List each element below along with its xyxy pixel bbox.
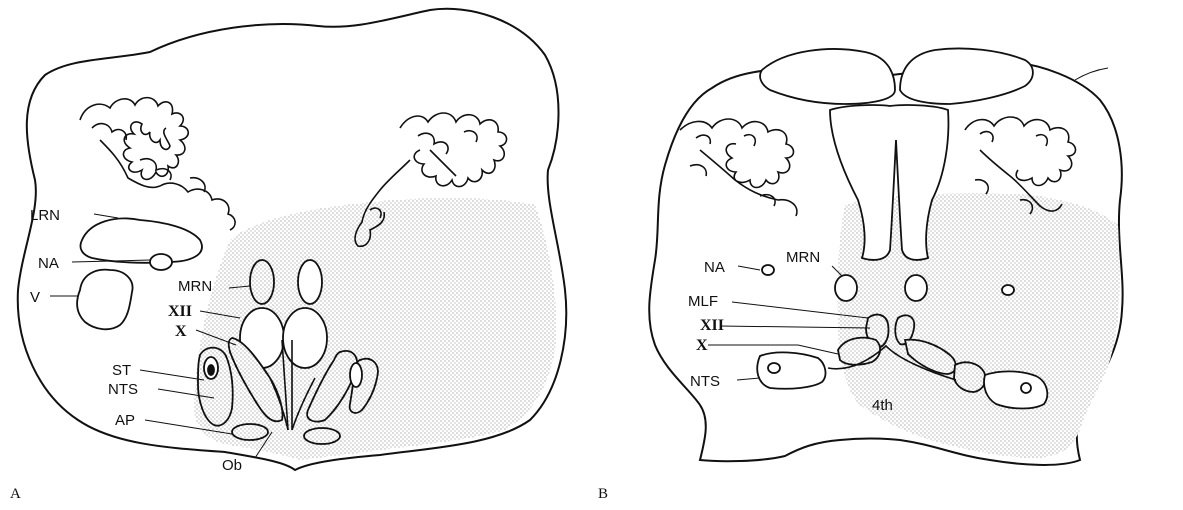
mrn-left-a <box>250 260 274 304</box>
ap-right-a <box>304 428 340 444</box>
label-na-b: NA <box>704 259 725 276</box>
label-ap-a: AP <box>115 412 135 429</box>
xii-right-a <box>283 308 327 368</box>
ap-left-a <box>232 424 268 440</box>
panel-letter-a: A <box>10 486 21 502</box>
ap-right-b <box>984 371 1047 408</box>
na-structure-a <box>150 254 172 270</box>
na-structure-b <box>762 265 774 275</box>
ap-right-core-b <box>1021 383 1031 393</box>
panel-a: LRN NA V MRN XII X ST NTS AP Ob A <box>10 9 566 502</box>
label-st-a: ST <box>112 362 131 379</box>
label-x-a: X <box>175 323 187 340</box>
label-fourth-b: 4th <box>872 397 893 414</box>
nts-left-core-b <box>768 363 780 373</box>
panel-letter-b: B <box>598 486 608 502</box>
label-xii-b: XII <box>700 317 724 334</box>
label-mrn-a: MRN <box>178 278 212 295</box>
label-mrn-b: MRN <box>786 249 820 266</box>
mrn-left-b <box>835 275 857 301</box>
label-lrn-a: LRN <box>30 207 60 224</box>
label-na-a: NA <box>38 255 59 272</box>
st-left-core-a <box>208 365 214 375</box>
st-right-a <box>350 363 362 387</box>
v-structure-a <box>77 270 132 330</box>
label-mlf-b: MLF <box>688 293 718 310</box>
lateral-small-b <box>1002 285 1014 295</box>
label-xii-a: XII <box>168 303 192 320</box>
label-x-b: X <box>696 337 708 354</box>
label-ob-a: Ob <box>222 457 242 474</box>
mrn-right-a <box>298 260 322 304</box>
nerve-rootlet-b <box>1075 68 1108 80</box>
label-v-a: V <box>30 289 40 306</box>
mrn-right-b <box>905 275 927 301</box>
panel-b: NA MRN MLF XII X NTS 4th B <box>598 48 1123 502</box>
label-nts-a: NTS <box>108 381 138 398</box>
nts-left-b <box>757 352 825 388</box>
label-nts-b: NTS <box>690 373 720 390</box>
